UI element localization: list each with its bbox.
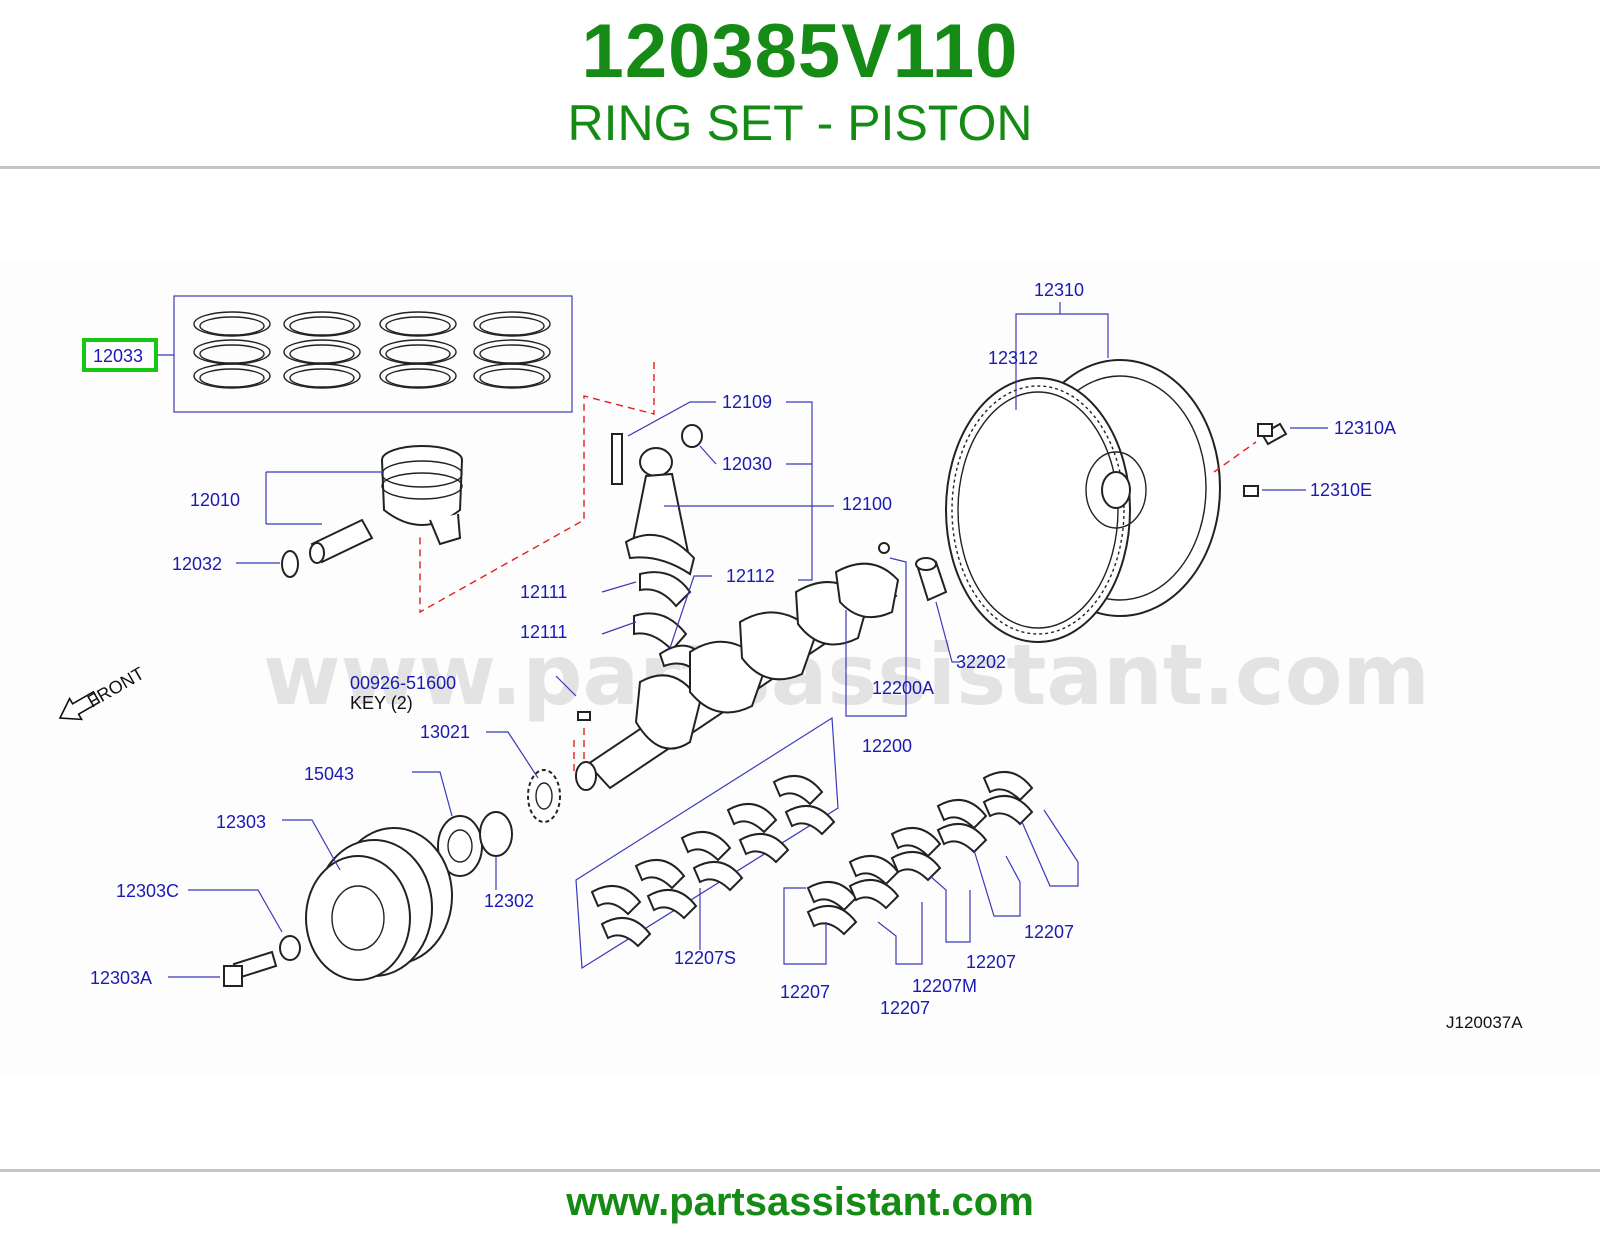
- ring-set-3: [379, 311, 457, 389]
- page-header: 120385V110 RING SET - PISTON: [0, 0, 1600, 168]
- crank-pulley: [305, 827, 453, 981]
- callout-12207-b[interactable]: 12207: [880, 998, 930, 1018]
- parts-diagram: www.partsassistant.com 12033: [0, 262, 1600, 1074]
- figure-code: J120037A: [1446, 1013, 1523, 1032]
- front-label: FRONT: [84, 663, 148, 711]
- ring-set-4: [473, 311, 551, 389]
- main-bearings-loose: [806, 770, 1034, 936]
- pulley-bolt: [223, 950, 278, 987]
- callout-15043[interactable]: 15043: [304, 764, 354, 784]
- callout-12207M[interactable]: 12207M: [912, 976, 977, 996]
- highlighted-callout-box[interactable]: [82, 338, 158, 372]
- callout-12111-lower[interactable]: 12111: [520, 622, 567, 642]
- piston-pin: [309, 518, 374, 564]
- callout-12302[interactable]: 12302: [484, 891, 534, 911]
- callout-12033[interactable]: 12033: [93, 346, 143, 366]
- callout-12310[interactable]: 12310: [1034, 280, 1084, 300]
- ring-set-frame: [173, 295, 573, 413]
- pulley-washer: [279, 935, 301, 961]
- callout-12207-a[interactable]: 12207: [780, 982, 830, 1002]
- callout-12310A[interactable]: 12310A: [1334, 418, 1396, 438]
- callout-12010[interactable]: 12010: [190, 490, 240, 510]
- callout-12109[interactable]: 12109: [722, 392, 772, 412]
- callout-12303A[interactable]: 12303A: [90, 968, 152, 988]
- callout-00926-51600[interactable]: 00926-51600: [350, 673, 456, 693]
- connecting-rod: [611, 424, 708, 678]
- footer-divider: [0, 1169, 1600, 1172]
- part-number-title: 120385V110: [581, 9, 1019, 94]
- flywheel-assembly: [945, 359, 1221, 643]
- footer-website-link[interactable]: www.partsassistant.com: [566, 1180, 1034, 1224]
- callout-12111-upper[interactable]: 12111: [520, 582, 567, 602]
- flywheel-bolt: [1257, 422, 1288, 446]
- callout-12207-c[interactable]: 12207: [966, 952, 1016, 972]
- oil-seal: [479, 811, 513, 857]
- callout-12100[interactable]: 12100: [842, 494, 892, 514]
- woodruff-key: [577, 711, 591, 721]
- dowel-pin: [1243, 485, 1259, 497]
- piston-rings-group: [193, 311, 551, 389]
- crankshaft: [575, 542, 900, 791]
- callout-12032[interactable]: 12032: [172, 554, 222, 574]
- header-divider: [0, 166, 1600, 169]
- callout-12207-d[interactable]: 12207: [1024, 922, 1074, 942]
- pilot-bushing: [915, 557, 948, 602]
- snap-ring: [281, 550, 299, 578]
- callout-12310E[interactable]: 12310E: [1310, 480, 1372, 500]
- exploded-view-drawing: www.partsassistant.com 12033: [58, 280, 1523, 1032]
- crank-sprocket: [527, 769, 561, 823]
- part-name-subtitle: RING SET - PISTON: [567, 95, 1033, 151]
- ring-set-1: [193, 311, 271, 389]
- main-bearing-set-12207S: [575, 716, 839, 970]
- piston: [381, 445, 463, 546]
- front-direction-arrow: [58, 690, 101, 721]
- callout-12303[interactable]: 12303: [216, 812, 266, 832]
- assembly-guide-line: [419, 362, 655, 614]
- callout-12030[interactable]: 12030: [722, 454, 772, 474]
- key-quantity-label: KEY (2): [350, 693, 413, 713]
- ring-set-2: [283, 311, 361, 389]
- callout-12303C[interactable]: 12303C: [116, 881, 179, 901]
- callout-12112[interactable]: 12112: [726, 566, 775, 586]
- callout-32202[interactable]: 32202: [956, 652, 1006, 672]
- callout-12207S[interactable]: 12207S: [674, 948, 736, 968]
- callout-12200[interactable]: 12200: [862, 736, 912, 756]
- callout-12200A[interactable]: 12200A: [872, 678, 934, 698]
- callout-13021[interactable]: 13021: [420, 722, 470, 742]
- callout-12312[interactable]: 12312: [988, 348, 1038, 368]
